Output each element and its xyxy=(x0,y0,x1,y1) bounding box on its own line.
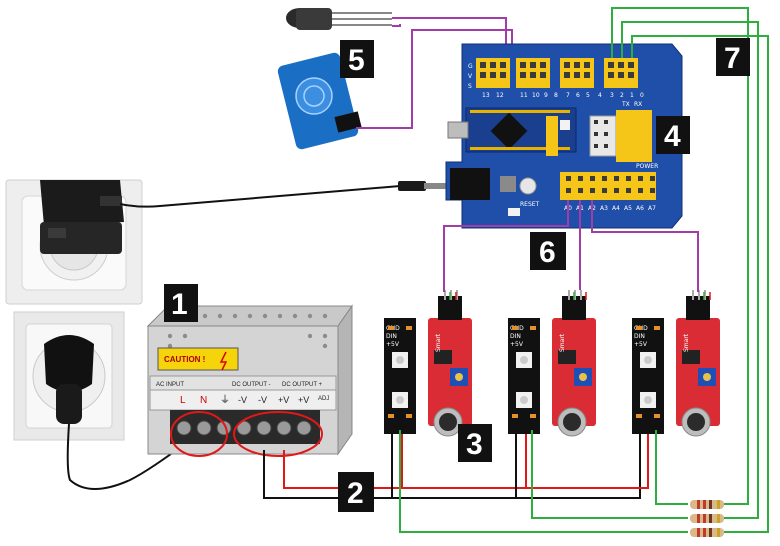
pin-label: A7 xyxy=(648,205,656,212)
pin-label: 0 xyxy=(640,92,644,99)
resistor-3 xyxy=(690,528,724,537)
number-label-5-text: 5 xyxy=(348,44,365,77)
terminal-n-label: N xyxy=(200,395,207,406)
dc-terminals-highlight xyxy=(233,411,323,457)
pin-label: 8 xyxy=(554,92,558,99)
rx-label: RX xyxy=(634,101,642,108)
power-supply: CAUTION ! AC INPUT DC OUTPUT - DC OUTPUT… xyxy=(146,304,353,457)
reset-label: RESET xyxy=(520,201,540,208)
power-label: POWER xyxy=(636,163,658,170)
arduino-shield: G V S 13 12 11 10 9 8 7 6 5 4 3 2 1 0 TX… xyxy=(445,43,683,229)
sensor-brand: Smart xyxy=(435,333,442,352)
sensor-brand: Smart xyxy=(559,333,566,352)
digital-headers xyxy=(476,58,638,88)
resistors xyxy=(690,500,724,537)
led-strip-pin-label: +5V xyxy=(634,341,648,348)
wall-outlet-with-plug xyxy=(13,311,125,441)
number-label-2-text: 2 xyxy=(347,477,364,510)
dc-jack xyxy=(450,168,490,200)
number-label-4: 4 xyxy=(656,116,690,154)
dc-output-minus-label: DC OUTPUT - xyxy=(232,382,271,388)
number-label-1-text: 1 xyxy=(171,288,188,321)
wall-outlet-with-adapter xyxy=(5,179,143,305)
sound-sensor-2: Smart xyxy=(552,290,596,437)
led-strip-1: GND DIN +5V xyxy=(384,318,416,434)
dc-output-plus-label: DC OUTPUT + xyxy=(282,382,323,388)
pin-label: 12 xyxy=(496,92,504,99)
pin-label: 10 xyxy=(532,92,540,99)
dc-power-bus xyxy=(263,430,649,499)
terminal-v-minus-1-label: -V xyxy=(238,395,247,405)
touch-sensor-module xyxy=(277,52,362,150)
caution-text: CAUTION ! xyxy=(164,355,205,364)
led-strip-3: GND DIN +5V xyxy=(632,318,664,434)
led-strip-pin-label: +5V xyxy=(386,341,400,348)
number-label-6: 6 xyxy=(530,232,566,270)
led-strip-pin-label: DIN xyxy=(510,333,521,340)
number-label-7: 7 xyxy=(716,38,750,76)
number-label-3-text: 3 xyxy=(466,428,483,461)
row-label-s: S xyxy=(468,83,472,90)
number-label-2: 2 xyxy=(338,472,374,512)
led-strip-2: GND DIN +5V xyxy=(508,318,540,434)
terminal-v-plus-2-label: +V xyxy=(298,395,309,405)
caution-sticker xyxy=(157,347,239,371)
pin-label: 9 xyxy=(544,92,548,99)
dc-cable xyxy=(119,181,446,208)
ac-terminals-highlight xyxy=(170,411,228,457)
pin-label: A6 xyxy=(636,205,644,212)
mains-cable xyxy=(66,423,191,490)
header-number-labels: 13 12 11 10 9 8 7 6 5 4 3 2 1 0 xyxy=(482,92,644,99)
resistor-1 xyxy=(690,500,724,509)
number-label-5: 5 xyxy=(340,40,374,78)
sound-sensor-1: Smart xyxy=(428,290,472,437)
led-strip-pin-label: DIN xyxy=(386,333,397,340)
tx-label: TX xyxy=(621,101,630,108)
number-label-1: 1 xyxy=(164,284,198,322)
pin-label: 4 xyxy=(598,92,602,99)
terminal-ground-label: ⏚ xyxy=(220,394,230,406)
number-label-7-text: 7 xyxy=(724,42,741,75)
pin-label: 5 xyxy=(586,92,590,99)
pin-label: 6 xyxy=(576,92,580,99)
pin-label: A4 xyxy=(612,205,620,212)
pin-label: 2 xyxy=(620,92,624,99)
led-data-wires xyxy=(399,7,769,533)
number-label-6-text: 6 xyxy=(539,236,556,269)
sensor-analog-wires xyxy=(443,200,699,292)
number-label-3: 3 xyxy=(458,424,492,462)
led-strip-pin-label: +5V xyxy=(510,341,524,348)
sensor-power-wires xyxy=(449,292,711,300)
pin-label: A5 xyxy=(624,205,632,212)
pin-label: 11 xyxy=(520,92,528,99)
terminal-v-plus-1-label: +V xyxy=(278,395,289,405)
ac-input-label: AC INPUT xyxy=(156,382,184,388)
power-adapter-icon xyxy=(40,180,124,254)
sound-sensor-3: Smart xyxy=(676,290,720,437)
pin-label: 1 xyxy=(630,92,634,99)
resistor-2 xyxy=(690,514,724,523)
adj-label: ADJ xyxy=(318,396,329,402)
pin-label: A3 xyxy=(600,205,608,212)
row-label-g: G xyxy=(468,63,473,70)
terminal-v-minus-2-label: -V xyxy=(258,395,267,405)
led-strip-pin-label: DIN xyxy=(634,333,645,340)
sensor-brand: Smart xyxy=(683,333,690,352)
terminal-l-label: L xyxy=(180,395,186,406)
pin-label: 7 xyxy=(566,92,570,99)
number-label-4-text: 4 xyxy=(664,120,681,153)
pin-label: 13 xyxy=(482,92,490,99)
power-plug-icon xyxy=(44,335,94,424)
row-label-v: V xyxy=(468,73,473,80)
ir-receiver-sensor xyxy=(286,8,392,30)
pin-label: 3 xyxy=(610,92,614,99)
